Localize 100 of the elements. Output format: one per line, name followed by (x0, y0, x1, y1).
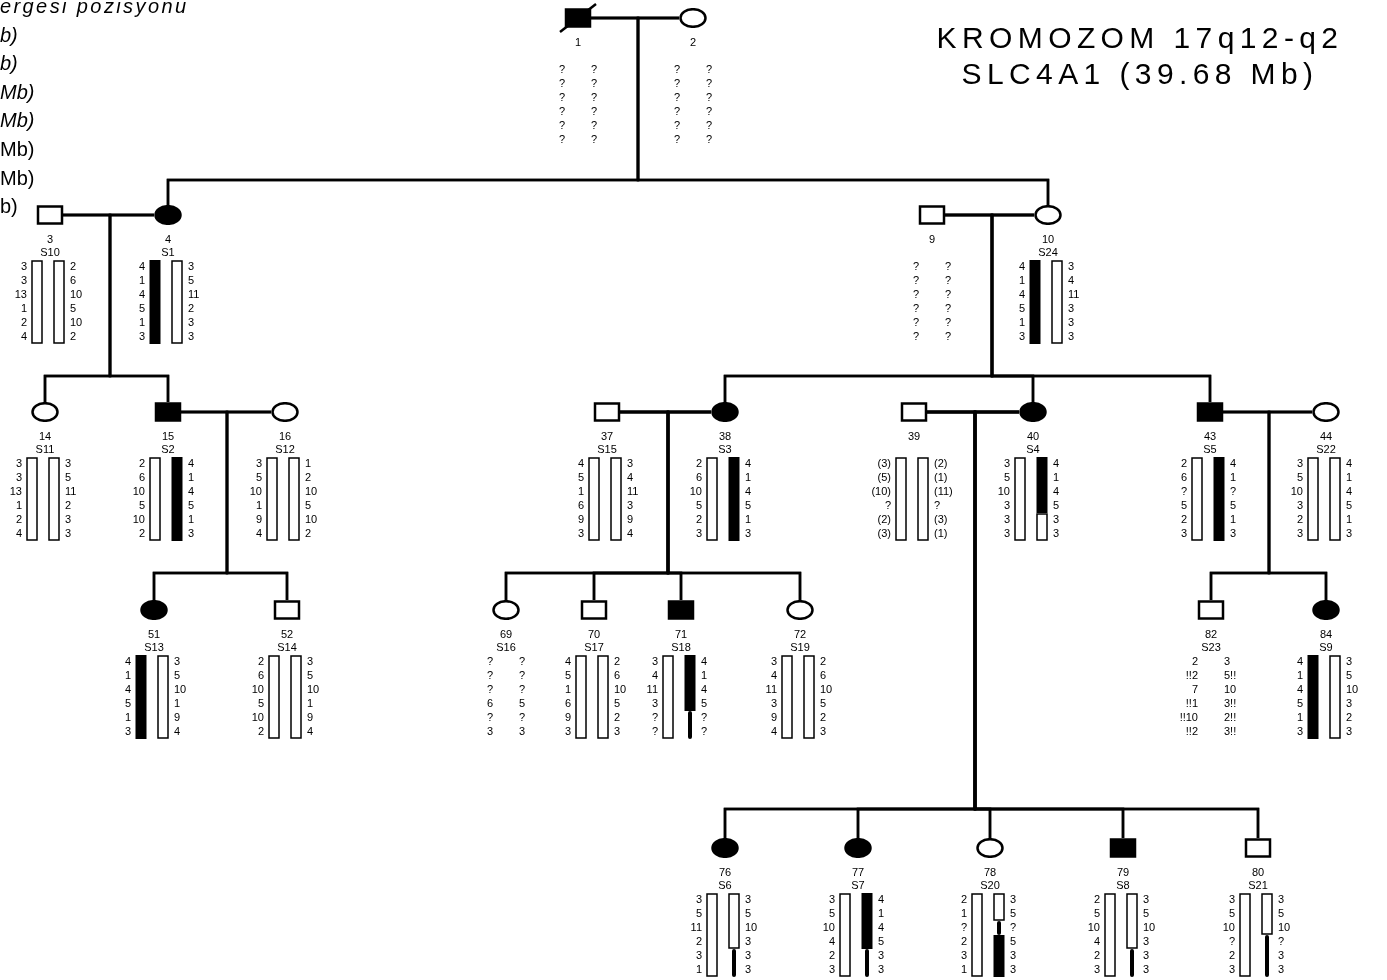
individual-number: 9 (928, 233, 936, 246)
sample-code: S1 (161, 246, 175, 259)
individual-number: 79 (1116, 866, 1130, 879)
note-text: Mb) (0, 165, 35, 190)
allele-column: 4 5 1 6 9 3 (564, 654, 571, 738)
sample-code: S13 (144, 641, 164, 654)
pedigree-line (1267, 410, 1328, 600)
individual-number: 70 (587, 628, 601, 641)
allele-column: 3 5 11 2 3 3 (188, 259, 200, 343)
sample-code: S9 (1319, 641, 1333, 654)
allele-column: 3 3 13 1 2 4 (9, 456, 22, 540)
individual-number: 84 (1319, 628, 1333, 641)
allele-column: 3 4 11 3 9 4 (627, 456, 639, 540)
individual-number: 51 (147, 628, 161, 641)
allele-column: 4 1 4 5 1 3 (1296, 654, 1303, 738)
allele-column: 4 1 4 5 1 3 (1346, 456, 1353, 540)
allele-column: ? ? ? ? ? ? (945, 259, 952, 343)
allele-column: 3 5 10 ? 3 3 (1278, 892, 1291, 976)
individual-number: 71 (674, 628, 688, 641)
note-text: b) (0, 51, 18, 76)
allele-column: 2 5 10 4 2 3 (1087, 892, 1100, 976)
allele-column: 3 5 10 3 3 3 (997, 456, 1010, 540)
allele-column: 2 !!2 7 !!1 !!10 !!2 (1179, 654, 1198, 738)
individual-number: 15 (161, 430, 175, 443)
allele-column: 4 1 4 5 3 3 (1053, 456, 1060, 540)
note-text: Mb) (0, 108, 35, 133)
allele-column: 4 1 4 5 1 3 (188, 456, 195, 540)
allele-column: 3 4 11 3 3 3 (1068, 259, 1080, 343)
individual-number: 43 (1203, 430, 1217, 443)
sample-code: S3 (718, 443, 732, 456)
sample-code: S20 (980, 879, 1000, 892)
note-text: ergesi pozisyonu (0, 0, 189, 18)
individual-number: 77 (851, 866, 865, 879)
allele-column: 4 1 4 5 1 3 (1018, 259, 1025, 343)
individual-number: 2 (689, 36, 697, 49)
allele-column: 2 1 ? 2 3 1 (960, 892, 967, 976)
individual-number: 78 (983, 866, 997, 879)
individual-number: 69 (499, 628, 513, 641)
allele-column: ? ? ? ? ? ? (558, 62, 565, 146)
note-text: b) (0, 194, 18, 219)
individual-number: 38 (718, 430, 732, 443)
individual-number: 82 (1204, 628, 1218, 641)
allele-column: 2 6 10 5 2 3 (614, 654, 627, 738)
individual-number: 4 (164, 233, 172, 246)
sample-code: S2 (161, 443, 175, 456)
allele-column: 3 5 10 4 2 3 (822, 892, 835, 976)
individual-number: 80 (1251, 866, 1265, 879)
allele-column: 3 5 ? 5 3 3 (1010, 892, 1017, 976)
sample-code: S5 (1203, 443, 1217, 456)
allele-column: 4 1 4 5 1 3 (745, 456, 752, 540)
individual-number: 52 (280, 628, 294, 641)
allele-column: (3) (5) (10) ? (2) (3) (871, 456, 891, 540)
allele-column: 3 5 10 1 9 4 (174, 654, 187, 738)
individual-number: 3 (46, 233, 54, 246)
allele-column: 3 5 11 2 3 3 (65, 456, 77, 540)
title: KROMOZOM 17q12-q2 SLC4A1 (39.68 Mb) (935, 20, 1345, 92)
sample-code: S6 (718, 879, 732, 892)
allele-column: 2 6 ? 5 2 3 (1180, 456, 1187, 540)
note-text: Mb) (0, 137, 35, 161)
allele-column: 4 5 1 6 9 3 (577, 456, 584, 540)
sample-code: S19 (790, 641, 810, 654)
allele-column: ? ? ? 5 ? 3 (519, 654, 526, 738)
pedigree-line (666, 410, 802, 600)
sample-code: S17 (584, 641, 604, 654)
individual-number: 76 (718, 866, 732, 879)
allele-column: 3 5 10 3 2 3 (1290, 456, 1303, 540)
sample-code: S16 (496, 641, 516, 654)
individual-number: 16 (278, 430, 292, 443)
sample-code: S8 (1116, 879, 1130, 892)
sample-code: S12 (275, 443, 295, 456)
allele-column: ? ? ? ? ? ? (912, 259, 919, 343)
allele-column: 3 5 10 3 2 3 (1346, 654, 1359, 738)
sample-code: S18 (671, 641, 691, 654)
allele-column: ? ? ? 6 ? 3 (486, 654, 493, 738)
allele-column: 1 2 10 5 10 2 (305, 456, 318, 540)
sample-code: S11 (35, 443, 55, 456)
allele-column: 2 6 10 5 2 3 (689, 456, 702, 540)
allele-column: 2 6 10 5 10 2 (70, 259, 83, 343)
allele-column: 2 6 10 5 2 3 (820, 654, 833, 738)
allele-column: 3 5 10 ? 2 3 (1222, 892, 1235, 976)
allele-column: 2 6 10 5 10 2 (132, 456, 145, 540)
sample-code: S7 (851, 879, 865, 892)
allele-column: 3 5 11 2 3 1 (690, 892, 702, 976)
pedigree-line (108, 213, 170, 402)
individual-number: 10 (1041, 233, 1055, 246)
allele-column: 3 5 10 3 3 3 (1143, 892, 1156, 976)
allele-column: ? ? ? ? ? ? (591, 62, 598, 146)
allele-column: 4 1 4 5 1 3 (124, 654, 131, 738)
individual-number: 1 (574, 36, 582, 49)
note-text: Mb) (0, 79, 35, 104)
allele-column: ? ? ? ? ? ? (706, 62, 713, 146)
sample-code: S23 (1201, 641, 1221, 654)
individual-number: 40 (1026, 430, 1040, 443)
allele-column: 3 3 13 1 2 4 (14, 259, 27, 343)
allele-column: 3 5 10 1 9 4 (307, 654, 320, 738)
allele-column: 3 4 11 3 9 4 (765, 654, 777, 738)
allele-column: 2 6 10 5 10 2 (251, 654, 264, 738)
allele-column: 4 1 4 5 3 3 (878, 892, 885, 976)
allele-column: 3 5 10 3 3 3 (745, 892, 758, 976)
individual-number: 39 (907, 430, 921, 443)
